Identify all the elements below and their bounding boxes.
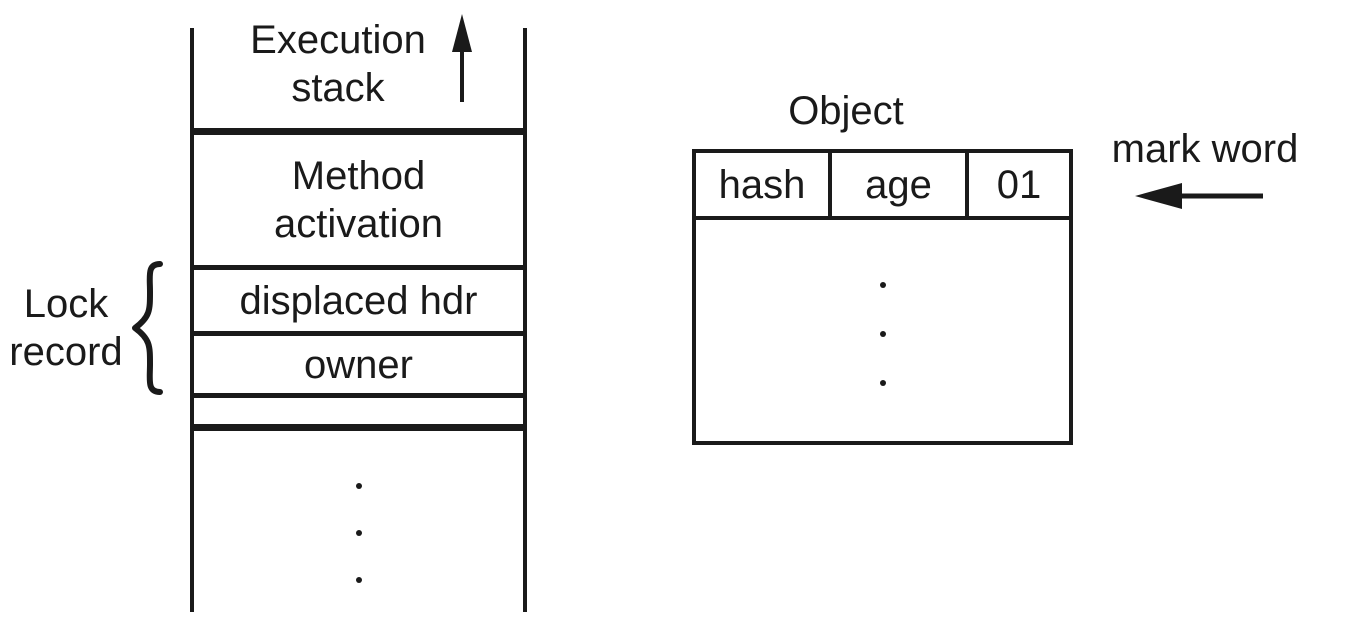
method-activation-line1: Method	[291, 154, 426, 198]
up-arrow-icon	[452, 14, 472, 102]
mark-word-row: hash age 01	[696, 153, 1069, 220]
curly-brace-icon	[132, 261, 163, 395]
ellipsis-dot	[879, 380, 886, 386]
ellipsis-dot	[879, 331, 886, 337]
object-title: Object	[788, 89, 904, 133]
ellipsis-dot	[879, 282, 886, 288]
stack-vertical-ellipsis	[355, 483, 362, 583]
stack-cell-displaced-hdr: displaced hdr	[194, 270, 523, 331]
ellipsis-dot	[355, 577, 362, 583]
method-activation-line2: activation	[274, 202, 443, 246]
cell-divider	[194, 393, 523, 398]
stack-title-line2: stack	[291, 66, 385, 110]
stack-title-line1: Execution	[250, 18, 426, 62]
ellipsis-dot	[355, 530, 362, 536]
owner-label: owner	[304, 342, 413, 387]
mark-word-field-hash: hash	[696, 153, 832, 216]
displaced-hdr-label: displaced hdr	[239, 278, 478, 323]
ellipsis-dot	[355, 483, 362, 489]
stack-cell-method-activation: Method activation	[194, 135, 523, 265]
stack-cell-owner: owner	[194, 336, 523, 393]
object-vertical-ellipsis	[879, 282, 886, 386]
mark-word-field-age: age	[832, 153, 969, 216]
stack-bottom-divider	[194, 424, 523, 431]
cell-divider	[194, 265, 523, 270]
mark-word-field-tag: 01	[996, 163, 1042, 207]
lock-record-label-line2: record	[9, 330, 123, 374]
execution-stack: Execution stack Method activation displa…	[190, 14, 527, 612]
lock-record-label-line1: Lock	[23, 282, 109, 326]
stack-cell-empty	[194, 398, 523, 424]
mark-word-label: mark word	[1111, 127, 1299, 171]
object-table: hash age 01	[692, 149, 1073, 445]
stack-title: Execution stack	[194, 16, 482, 112]
stack-top-divider	[194, 128, 523, 135]
cell-divider	[194, 331, 523, 336]
object-body	[696, 220, 1069, 441]
left-arrow-icon	[1135, 183, 1263, 209]
lock-record-label: Lock record	[8, 280, 124, 376]
